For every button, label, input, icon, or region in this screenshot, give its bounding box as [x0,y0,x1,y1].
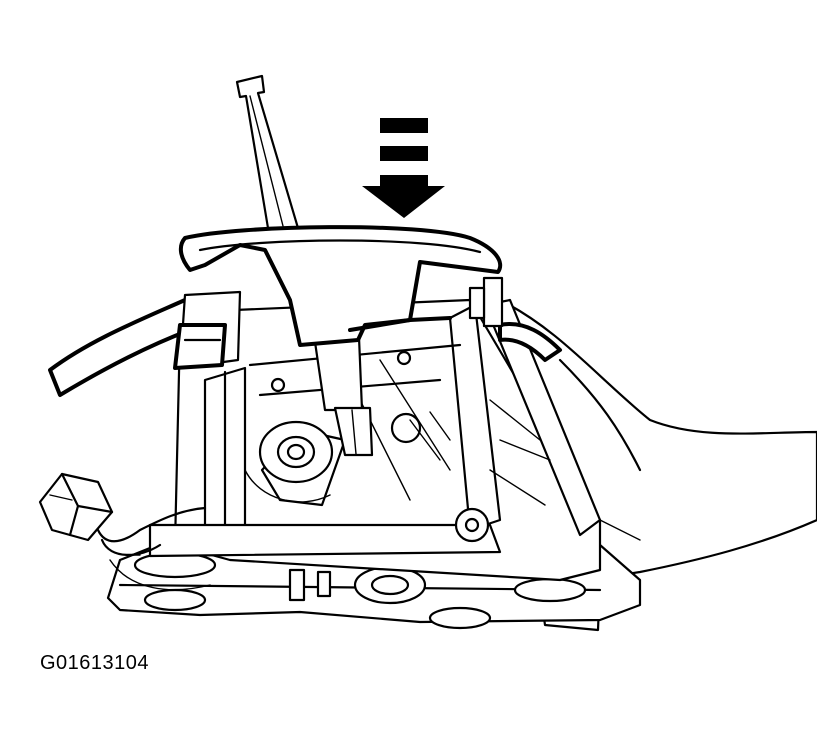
arrow-dash-middle [380,146,428,161]
shift-lock-cylinder [244,420,347,507]
arrow-dash-top [380,118,428,133]
shift-lever-shaft [235,74,300,230]
figure-code: G01613104 [40,652,150,674]
shifter-frame [148,298,602,582]
arrow-head [362,175,445,218]
electrical-connector [38,472,211,591]
push-down-arrow [362,118,445,218]
shift-lever-cover [48,225,562,397]
